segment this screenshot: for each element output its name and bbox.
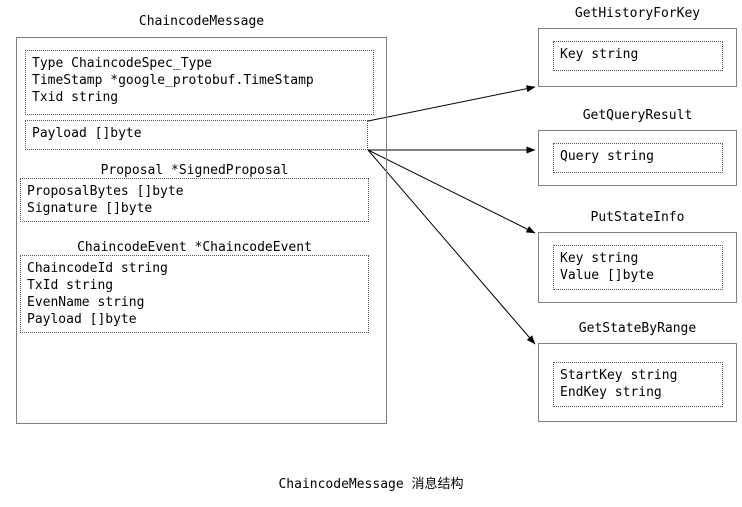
field-group-payload-field: Payload []byte (25, 120, 368, 150)
field-group-header-fields: Type ChaincodeSpec_Type TimeStamp *googl… (25, 50, 374, 115)
main-struct-title: ChaincodeMessage (138, 14, 265, 29)
subgroup-title-proposal: Proposal *SignedProposal (100, 163, 289, 178)
field-group-putstateinfo: Key string Value []byte (553, 245, 723, 290)
field-line: ProposalBytes []byte (27, 184, 184, 199)
field-line: TimeStamp *google_protobuf.TimeStamp (32, 73, 314, 88)
field-line: Payload []byte (32, 126, 142, 141)
field-line: TxId string (27, 278, 114, 293)
field-group-gethistoryforkey: Key string (553, 41, 723, 71)
field-line: Type ChaincodeSpec_Type (32, 56, 213, 71)
field-group-proposal-fields: ProposalBytes []byte Signature []byte (20, 178, 369, 222)
target-title-getstatebyrange: GetStateByRange (578, 321, 697, 336)
arrow-payload-to-putstateinfo (367, 149, 536, 234)
target-box-gethistoryforkey (538, 28, 737, 87)
target-title-putstateinfo: PutStateInfo (590, 210, 685, 225)
field-line: ChaincodeId string (27, 261, 168, 276)
diagram-caption: ChaincodeMessage 消息结构 (278, 477, 464, 492)
target-title-gethistoryforkey: GetHistoryForKey (574, 6, 701, 21)
field-line: EndKey string (560, 385, 662, 400)
field-line: Txid string (32, 90, 119, 105)
field-group-getqueryresult: Query string (553, 143, 723, 173)
field-line: Query string (560, 149, 654, 164)
field-line: Payload []byte (27, 312, 137, 327)
target-box-getqueryresult (538, 130, 737, 186)
field-line: Key string (560, 47, 639, 62)
field-group-getstatebyrange: StartKey string EndKey string (553, 362, 723, 407)
field-line: EvenName string (27, 295, 145, 310)
arrow-payload-to-getstatebyrange (367, 149, 536, 345)
field-line: Key string (560, 251, 639, 266)
arrow-payload-to-gethistoryforkey (367, 85, 536, 122)
field-group-chaincode-event-fields: ChaincodeId string TxId string EvenName … (20, 255, 369, 333)
main-struct-box (16, 37, 387, 424)
target-title-getqueryresult: GetQueryResult (582, 108, 693, 123)
target-box-putstateinfo (538, 232, 737, 303)
subgroup-title-chaincode-event: ChaincodeEvent *ChaincodeEvent (77, 240, 312, 255)
target-box-getstatebyrange (538, 343, 737, 422)
field-line: Signature []byte (27, 201, 153, 216)
field-line: Value []byte (560, 268, 654, 283)
field-line: StartKey string (560, 368, 678, 383)
